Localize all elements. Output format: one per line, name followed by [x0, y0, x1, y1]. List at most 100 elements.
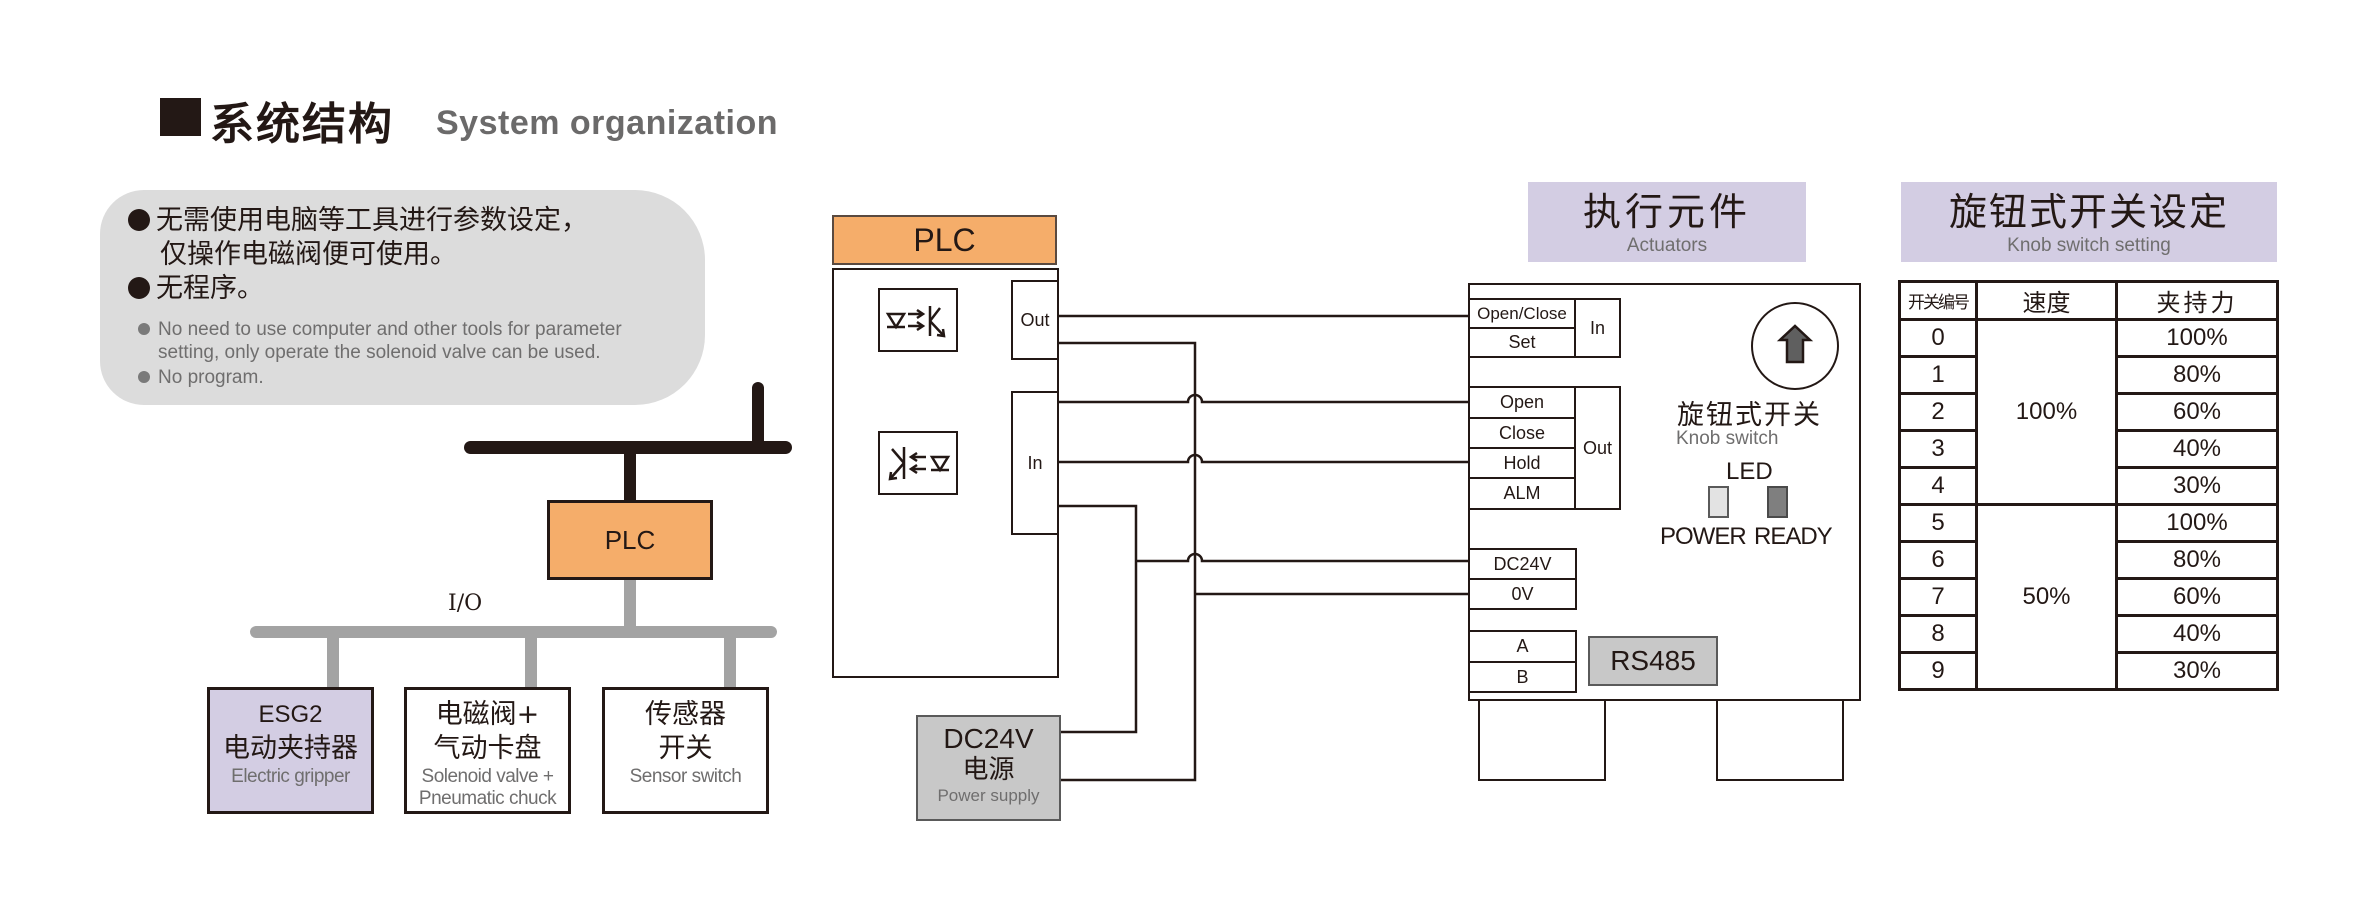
bullet-icon: [138, 323, 150, 335]
col-header-speed: 速度: [1975, 280, 2118, 321]
table-header-row: 开关编号 速度 夹持力: [1898, 280, 2279, 321]
table-row: 4 30%: [1898, 466, 2279, 506]
table-row: 1 80%: [1898, 355, 2279, 395]
cell-switch: 8: [1898, 614, 1978, 654]
actuator-foot-right: [1716, 699, 1844, 781]
cell-switch: 5: [1898, 503, 1978, 543]
terminal-a: A: [1468, 630, 1577, 663]
bullet-icon: [128, 209, 150, 231]
cell-switch: 7: [1898, 577, 1978, 617]
terminal-close: Close: [1468, 417, 1576, 449]
bullet-icon: [138, 371, 150, 383]
knob-switch-label-cn: 旋钮式开关: [1677, 400, 1822, 431]
note-cn-2: 无程序。: [128, 272, 264, 306]
wire-in-common: [1059, 504, 1138, 734]
cell-force: 40%: [2115, 614, 2279, 654]
note-cn-1b: 仅操作电磁阀便可使用。: [160, 239, 457, 270]
arrow-up-icon: [1776, 324, 1814, 364]
wire-out-common: [1059, 341, 1197, 782]
note-en-2: No program.: [138, 366, 264, 389]
cell-switch: 2: [1898, 392, 1978, 432]
knob-table-header: 旋钮式开关设定 Knob switch setting: [1901, 182, 2277, 262]
terminal-open-close: Open/Close: [1468, 298, 1576, 329]
note-en-1: No need to use computer and other tools …: [138, 318, 622, 341]
power-supply-box: DC24V 电源 Power supply: [916, 715, 1061, 821]
power-led-indicator: [1708, 486, 1729, 518]
plc-io-link: [624, 580, 636, 632]
wire-dc24v: [1136, 552, 1468, 563]
device-sensor-switch: 传感器 开关 Sensor switch: [602, 687, 769, 814]
cell-switch: 3: [1898, 429, 1978, 469]
table-row: 8 40%: [1898, 614, 2279, 654]
optocoupler-input-glyph: [888, 447, 951, 481]
col-header-force: 夹持力: [2115, 280, 2279, 321]
bullet-icon: [128, 277, 150, 299]
plc-in-terminal: In: [1011, 391, 1059, 535]
plc-out-terminal: Out: [1011, 280, 1059, 360]
device-electric-gripper: ESG2 电动夹持器 Electric gripper: [207, 687, 374, 814]
led-label: LED: [1726, 458, 1773, 485]
cell-force: 80%: [2115, 540, 2279, 580]
network-uplink-line: [752, 382, 764, 448]
cell-force: 30%: [2115, 651, 2279, 691]
terminal-open: Open: [1468, 386, 1576, 419]
cell-switch: 1: [1898, 355, 1978, 395]
device-solenoid-valve: 电磁阀+ 气动卡盘 Solenoid valve + Pneumatic chu…: [404, 687, 571, 814]
table-row: 6 80%: [1898, 540, 2279, 580]
optocoupler-output-glyph: [885, 306, 946, 338]
io-bus-line: [250, 626, 777, 638]
terminal-set: Set: [1468, 327, 1576, 358]
cell-switch: 6: [1898, 540, 1978, 580]
plc-header: PLC: [832, 215, 1057, 265]
table-row: 2 60%: [1898, 392, 2279, 432]
actuator-in-label: In: [1574, 298, 1621, 358]
cell-force: 40%: [2115, 429, 2279, 469]
cell-switch: 9: [1898, 651, 1978, 691]
terminal-dc24v: DC24V: [1468, 548, 1577, 580]
cell-force: 60%: [2115, 577, 2279, 617]
io-label: I/O: [448, 591, 483, 616]
actuators-header: 执行元件 Actuators: [1528, 182, 1806, 262]
title-square-icon: [160, 98, 201, 136]
feature-notes-box: [100, 190, 705, 405]
rs485-port: RS485: [1588, 636, 1718, 686]
cell-force: 60%: [2115, 392, 2279, 432]
note-cn-1: 无需使用电脑等工具进行参数设定，: [128, 204, 588, 238]
actuator-foot-left: [1478, 699, 1606, 781]
optocoupler-output-icon: [878, 288, 958, 352]
col-header-switch: 开关编号: [1898, 280, 1978, 321]
terminal-0v: 0V: [1468, 578, 1577, 610]
network-bus-line: [464, 441, 792, 454]
table-row: 9 30%: [1898, 651, 2279, 691]
table-row: 7 60%: [1898, 577, 2279, 617]
cell-force: 100%: [2115, 503, 2279, 543]
io-drop-line: [327, 636, 339, 689]
io-drop-line: [525, 636, 537, 689]
cell-speed: 100%: [1975, 318, 2118, 506]
ready-led-indicator: [1767, 486, 1788, 518]
io-drop-line: [724, 636, 736, 689]
wire-in-open: [1059, 393, 1468, 404]
terminal-alm: ALM: [1468, 477, 1576, 510]
note-en-1b: setting, only operate the solenoid valve…: [158, 342, 601, 363]
plc-box-small: PLC: [547, 500, 713, 580]
plc-network-link: [624, 448, 636, 502]
cell-force: 80%: [2115, 355, 2279, 395]
page-subtitle: System organization: [436, 104, 779, 142]
knob-switch[interactable]: [1751, 302, 1839, 390]
wire-in-hold: [1059, 453, 1468, 464]
cell-force: 30%: [2115, 466, 2279, 506]
cell-switch: 4: [1898, 466, 1978, 506]
terminal-hold: Hold: [1468, 447, 1576, 479]
cell-speed: 50%: [1975, 503, 2118, 691]
page-title: 系统结构: [210, 99, 394, 150]
cell-force: 100%: [2115, 318, 2279, 358]
led-power-label: POWER: [1660, 523, 1747, 550]
optocoupler-input-icon: [878, 431, 958, 495]
cell-switch: 0: [1898, 318, 1978, 358]
terminal-b: B: [1468, 661, 1577, 693]
led-ready-label: READY: [1754, 523, 1833, 550]
actuator-out-label: Out: [1574, 386, 1621, 510]
